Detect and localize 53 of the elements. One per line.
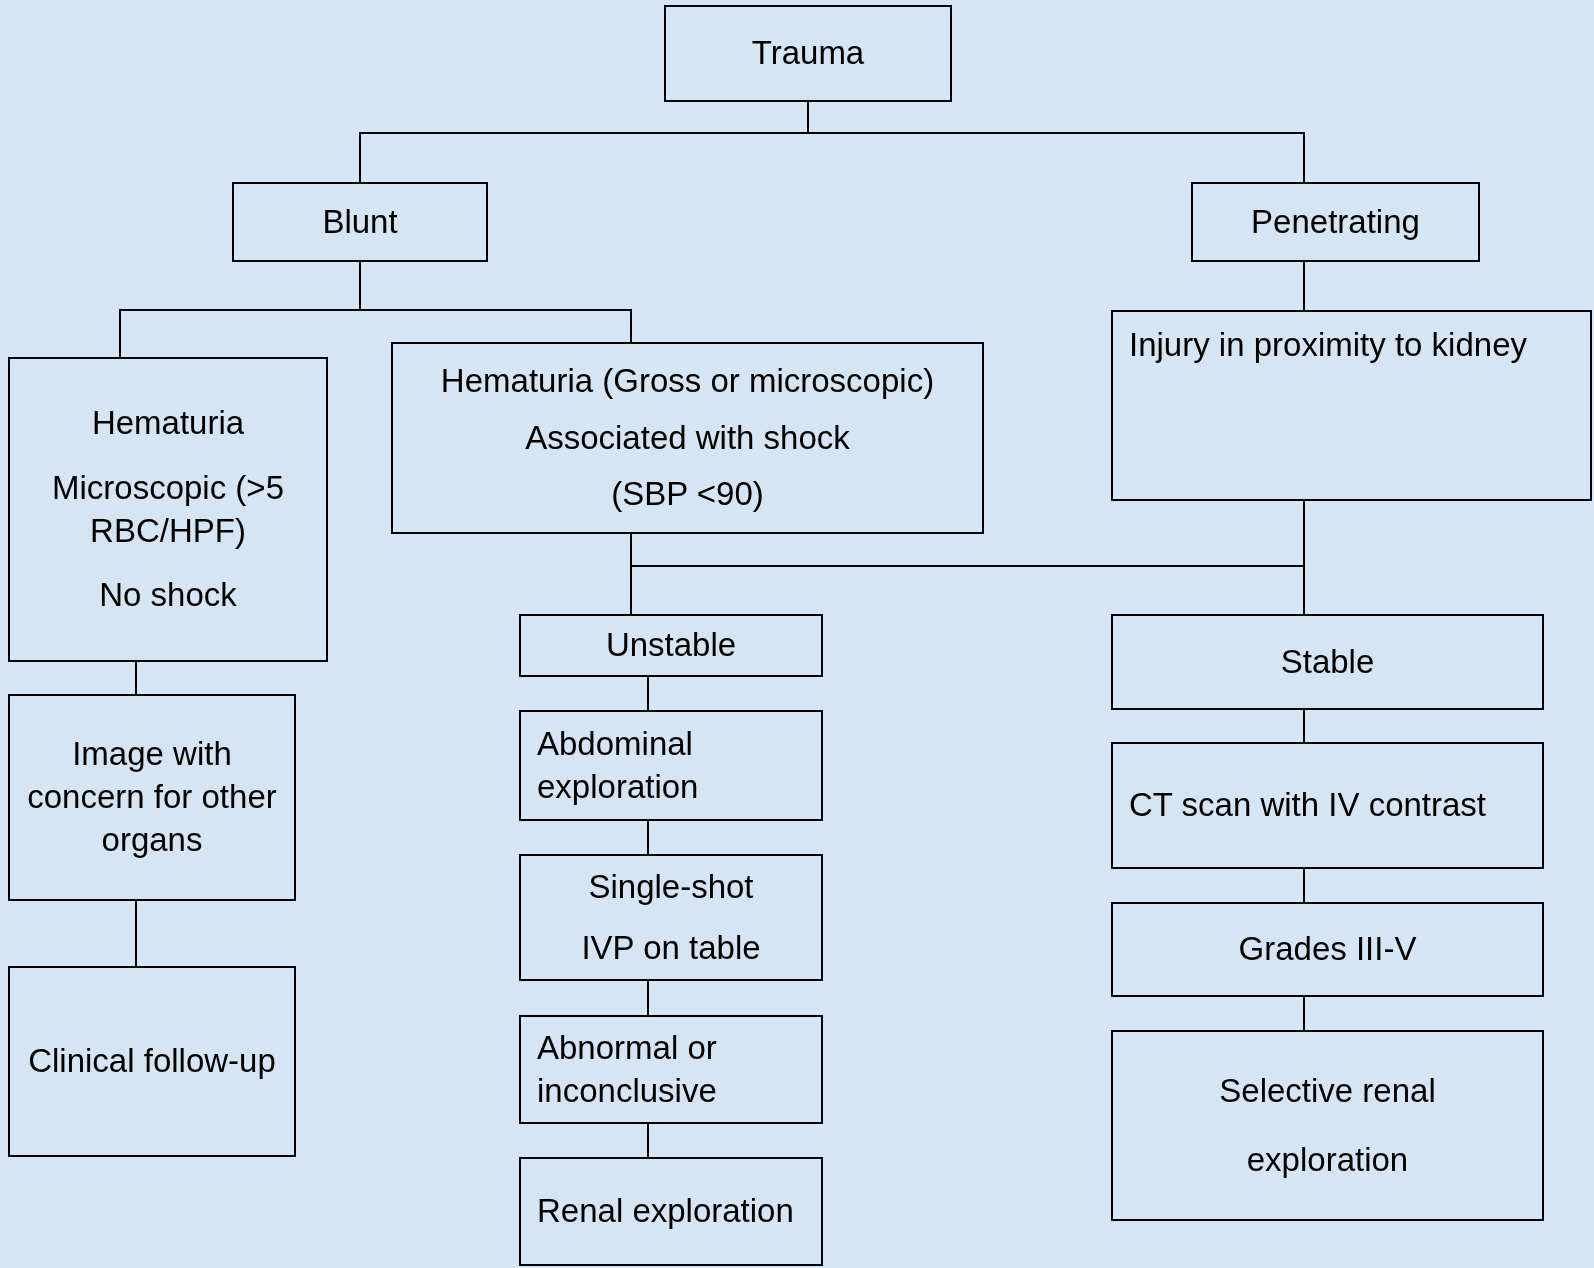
connector-line xyxy=(807,101,1305,183)
connector-line xyxy=(135,900,137,967)
process-box xyxy=(519,710,823,821)
process-box xyxy=(1111,902,1544,997)
box-text: Clinical follow-up xyxy=(28,1041,276,1082)
connector-line xyxy=(1303,709,1305,743)
connector-line xyxy=(1303,868,1305,903)
process-box xyxy=(664,5,952,102)
connector-line xyxy=(647,980,649,1016)
process-box xyxy=(391,342,984,534)
process-box xyxy=(1111,742,1544,869)
box-text: Image with concern for other organs xyxy=(26,734,278,860)
process-box xyxy=(1111,310,1592,501)
box-text: CT scan with IV contrast xyxy=(1129,785,1487,826)
box-text: Unstable xyxy=(605,625,737,666)
connector-line xyxy=(1303,261,1305,311)
box-text: Penetrating xyxy=(1251,201,1420,242)
box-text: Renal exploration xyxy=(537,1191,794,1232)
box-text: No shock xyxy=(99,575,237,616)
connector-line xyxy=(647,1123,649,1158)
process-box xyxy=(1111,1030,1544,1221)
box-text: Blunt xyxy=(322,201,398,242)
process-box xyxy=(8,357,328,662)
process-box xyxy=(519,1015,823,1124)
process-box xyxy=(519,1157,823,1266)
connector-line xyxy=(359,261,632,343)
box-text: Hematuria xyxy=(91,402,245,443)
process-box xyxy=(8,966,296,1157)
process-box xyxy=(1191,182,1480,262)
process-box xyxy=(519,854,823,981)
box-text: Abnormal or inconclusive xyxy=(537,1027,718,1111)
box-text: (SBP <90) xyxy=(611,474,764,515)
box-text: Single-shot xyxy=(588,866,754,907)
box-text: Stable xyxy=(1280,641,1375,682)
box-text: Injury in proximity to kidney xyxy=(1129,325,1527,365)
box-text: IVP on table xyxy=(581,927,761,968)
box-text: exploration xyxy=(1246,1139,1409,1180)
process-box xyxy=(232,182,488,262)
connector-line xyxy=(647,820,649,855)
box-text: Associated with shock xyxy=(525,417,850,458)
connector-line xyxy=(1303,500,1305,615)
process-box xyxy=(8,694,296,901)
connector-line xyxy=(135,661,137,695)
process-box xyxy=(1111,614,1544,710)
box-text: Grades III-V xyxy=(1238,929,1417,970)
box-text: Hematuria (Gross or microscopic) xyxy=(440,360,935,401)
box-text: Selective renal xyxy=(1219,1070,1436,1111)
process-box xyxy=(519,614,823,677)
box-text: Abdominal exploration xyxy=(537,723,700,807)
connector-line xyxy=(647,676,649,711)
box-text: Microscopic (>5 RBC/HPF) xyxy=(51,467,285,551)
connector-line xyxy=(1303,996,1305,1031)
box-text: Trauma xyxy=(751,33,865,74)
